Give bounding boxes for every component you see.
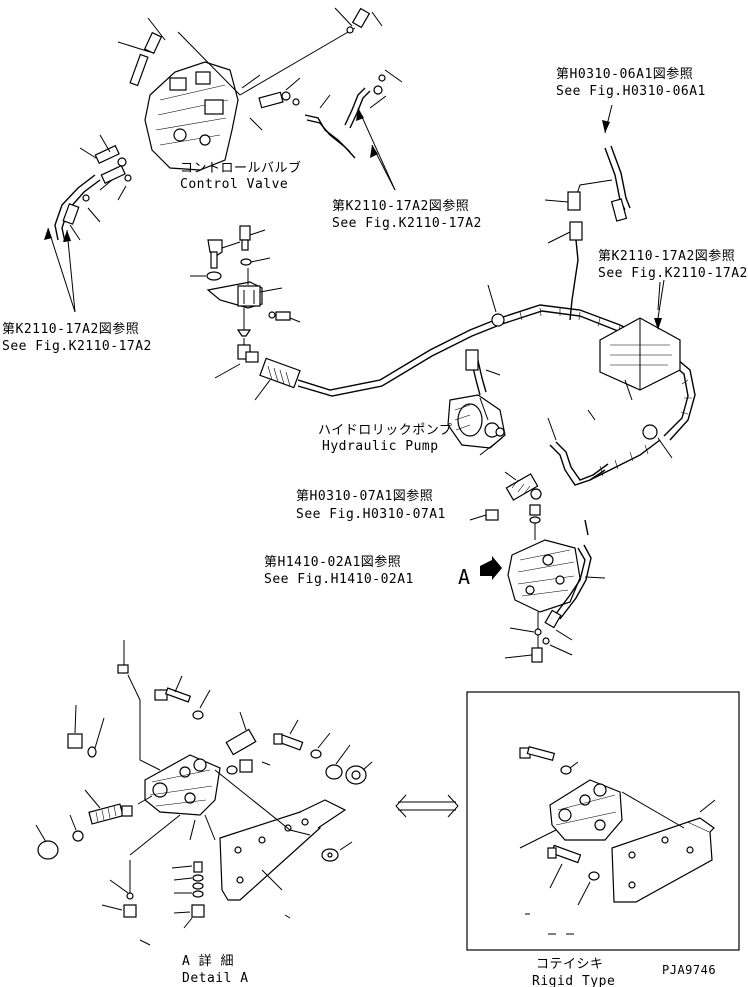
control-valve-label-en: Control Valve bbox=[180, 177, 288, 192]
ref-h0310-06-jp: 第H0310-06A1図参照 bbox=[556, 66, 693, 82]
ref-h0310-06-en: See Fig.H0310-06A1 bbox=[556, 84, 706, 99]
view-a-label: A bbox=[458, 565, 471, 589]
rigid-mount-plate bbox=[611, 821, 713, 903]
control-valve-group bbox=[44, 7, 403, 313]
ref-k2110-left-jp: 第K2110-17A2図参照 bbox=[2, 321, 139, 337]
hydraulic-pump-label-jp: ハイドロリックポンプ bbox=[318, 423, 452, 438]
labels-layer: コントロールバルブ Control Valve 第K2110-17A2図参照 S… bbox=[2, 66, 748, 987]
fitting-top-left bbox=[129, 31, 163, 87]
detail-a-label-jp: A 詳 細 bbox=[182, 953, 234, 969]
rigid-type-label-jp: コテイシキ bbox=[536, 957, 604, 972]
mid-right-hoses bbox=[469, 409, 661, 540]
hydraulic-pump-label-en: Hydraulic Pump bbox=[322, 439, 439, 454]
hose-right-b bbox=[344, 87, 366, 126]
rigid-type-group bbox=[466, 691, 740, 951]
ref-h0310-07-jp: 第H0310-07A1図参照 bbox=[296, 488, 433, 504]
detail-a-group bbox=[35, 640, 373, 946]
main-hose-upper bbox=[297, 304, 696, 441]
ref-h0310-07-en: See Fig.H0310-07A1 bbox=[296, 507, 446, 522]
rigid-type-frame bbox=[466, 691, 740, 951]
hydraulic-pump-group bbox=[447, 349, 506, 456]
upper-right-hoses bbox=[544, 104, 681, 459]
view-a-arrow bbox=[480, 556, 502, 580]
bracket-valve-group bbox=[190, 225, 301, 401]
outlet-valve-block bbox=[480, 539, 606, 663]
hose-left bbox=[54, 174, 96, 241]
ref-h1410-jp: 第H1410-02A1図参照 bbox=[264, 554, 401, 570]
drawing-code: PJA9746 bbox=[662, 963, 716, 977]
ref-k2110-right-en: See Fig.K2110-17A2 bbox=[598, 266, 748, 281]
ref-h1410-en: See Fig.H1410-02A1 bbox=[264, 572, 414, 587]
comparison-arrow bbox=[395, 794, 459, 818]
ref-k2110-left-en: See Fig.K2110-17A2 bbox=[2, 339, 152, 354]
rigid-type-label-en: Rigid Type bbox=[532, 974, 615, 987]
control-valve-body bbox=[144, 61, 239, 171]
control-valve-label-jp: コントロールバルブ bbox=[180, 160, 302, 176]
ref-k2110-top-jp: 第K2110-17A2図参照 bbox=[332, 198, 469, 214]
ref-k2110-top-en: See Fig.K2110-17A2 bbox=[332, 216, 482, 231]
ref-k2110-right-jp: 第K2110-17A2図参照 bbox=[598, 248, 735, 264]
detail-a-label-en: Detail A bbox=[182, 971, 249, 986]
